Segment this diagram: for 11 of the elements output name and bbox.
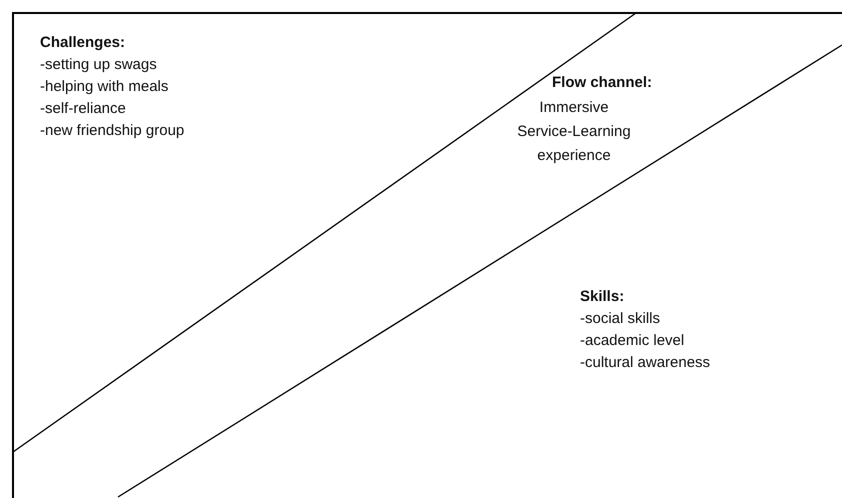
list-item: -new friendship group bbox=[40, 121, 186, 141]
skills-heading: Skills: bbox=[580, 287, 626, 307]
list-item: -setting up swags bbox=[40, 55, 158, 75]
flow-channel-text: Immersive Service-Learning experience bbox=[516, 98, 632, 166]
list-item: -self-reliance bbox=[40, 99, 127, 119]
list-item: -social skills bbox=[580, 309, 662, 329]
flow-channel-heading: Flow channel: bbox=[552, 73, 652, 93]
list-item: -cultural awareness bbox=[580, 353, 712, 373]
challenges-heading: Challenges: bbox=[40, 33, 126, 53]
list-item: -academic level bbox=[580, 331, 686, 351]
list-item: -helping with meals bbox=[40, 77, 170, 97]
